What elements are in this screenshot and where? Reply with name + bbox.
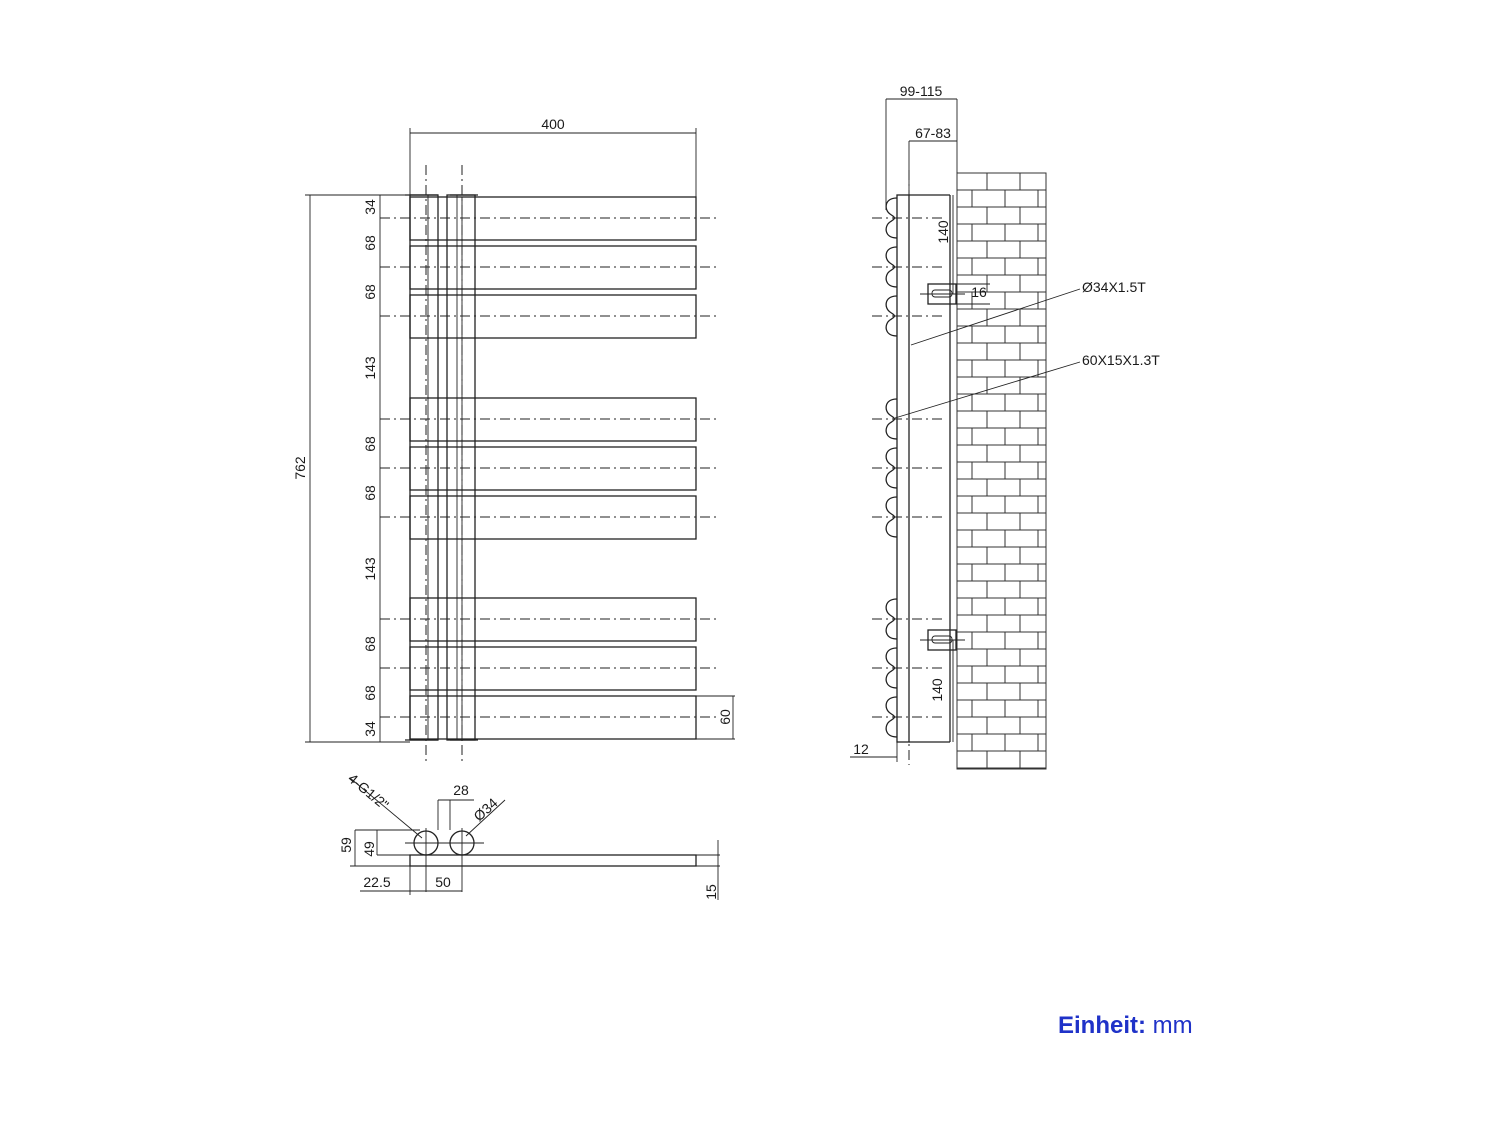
unit-legend: Einheit: mm (1058, 1012, 1193, 1040)
bottom-bar (409, 854, 697, 867)
unit-key: Einheit: (1058, 1012, 1146, 1039)
bar-2 (409, 245, 697, 290)
bar-4 (409, 397, 697, 442)
bar-9 (409, 695, 697, 740)
callout-pipe: Ø34X1.5T (1082, 279, 1146, 295)
brick-wall (956, 172, 1047, 770)
spacing-3: 68 (362, 284, 378, 300)
dim-bracket-lower: 140 (929, 678, 945, 702)
front-view: 400 762 34 68 68 143 68 68 143 68 68 34 … (292, 116, 735, 765)
spacing-2: 68 (362, 235, 378, 251)
dim-edge-offset: 22.5 (363, 874, 390, 890)
bar-1 (409, 196, 697, 241)
dim-width: 400 (541, 116, 565, 132)
bar-8 (409, 646, 697, 691)
spacing-7: 143 (362, 557, 378, 581)
spacing-4: 143 (362, 356, 378, 380)
dim-depth-outer: 59 (338, 837, 354, 853)
dim-pipe-spacing: 50 (435, 874, 451, 890)
dim-connection: 4-G1/2" (345, 770, 392, 813)
dim-pipe-dia: Ø34 (470, 794, 501, 824)
bar-6 (409, 495, 697, 540)
spacing-10: 34 (362, 721, 378, 737)
dim-height: 762 (292, 456, 308, 480)
dim-bottom-offset: 12 (853, 741, 869, 757)
bar-7 (409, 597, 697, 642)
dim-bracket-offset: 16 (971, 284, 987, 300)
spacing-6: 68 (362, 485, 378, 501)
callout-bar: 60X15X1.3T (1082, 352, 1160, 368)
dim-depth-wall: 67-83 (915, 125, 951, 141)
unit-value: mm (1152, 1012, 1193, 1039)
bar-centerlines (380, 217, 716, 718)
dim-gap: 28 (453, 782, 469, 798)
dim-depth-inner: 49 (361, 841, 377, 857)
spacing-9: 68 (362, 685, 378, 701)
dim-depth-total: 99-115 (900, 83, 943, 99)
bar-3 (409, 294, 697, 339)
front-bars (409, 196, 697, 740)
spacing-1: 34 (362, 199, 378, 215)
dim-bracket-upper: 140 (935, 220, 951, 244)
bar-5 (409, 446, 697, 491)
dim-bar-height: 60 (717, 709, 733, 725)
bottom-view: 28 4-G1/2" Ø34 59 49 22.5 50 15 (338, 770, 720, 900)
side-bar-profiles (872, 197, 942, 738)
spacing-8: 68 (362, 636, 378, 652)
spacing-labels: 34 68 68 143 68 68 143 68 68 34 (362, 199, 378, 737)
dim-bar-thickness: 15 (703, 884, 719, 900)
spacing-5: 68 (362, 436, 378, 452)
side-view: 99-115 67-83 140 140 16 12 Ø34X1.5T 60X1… (850, 83, 1160, 770)
